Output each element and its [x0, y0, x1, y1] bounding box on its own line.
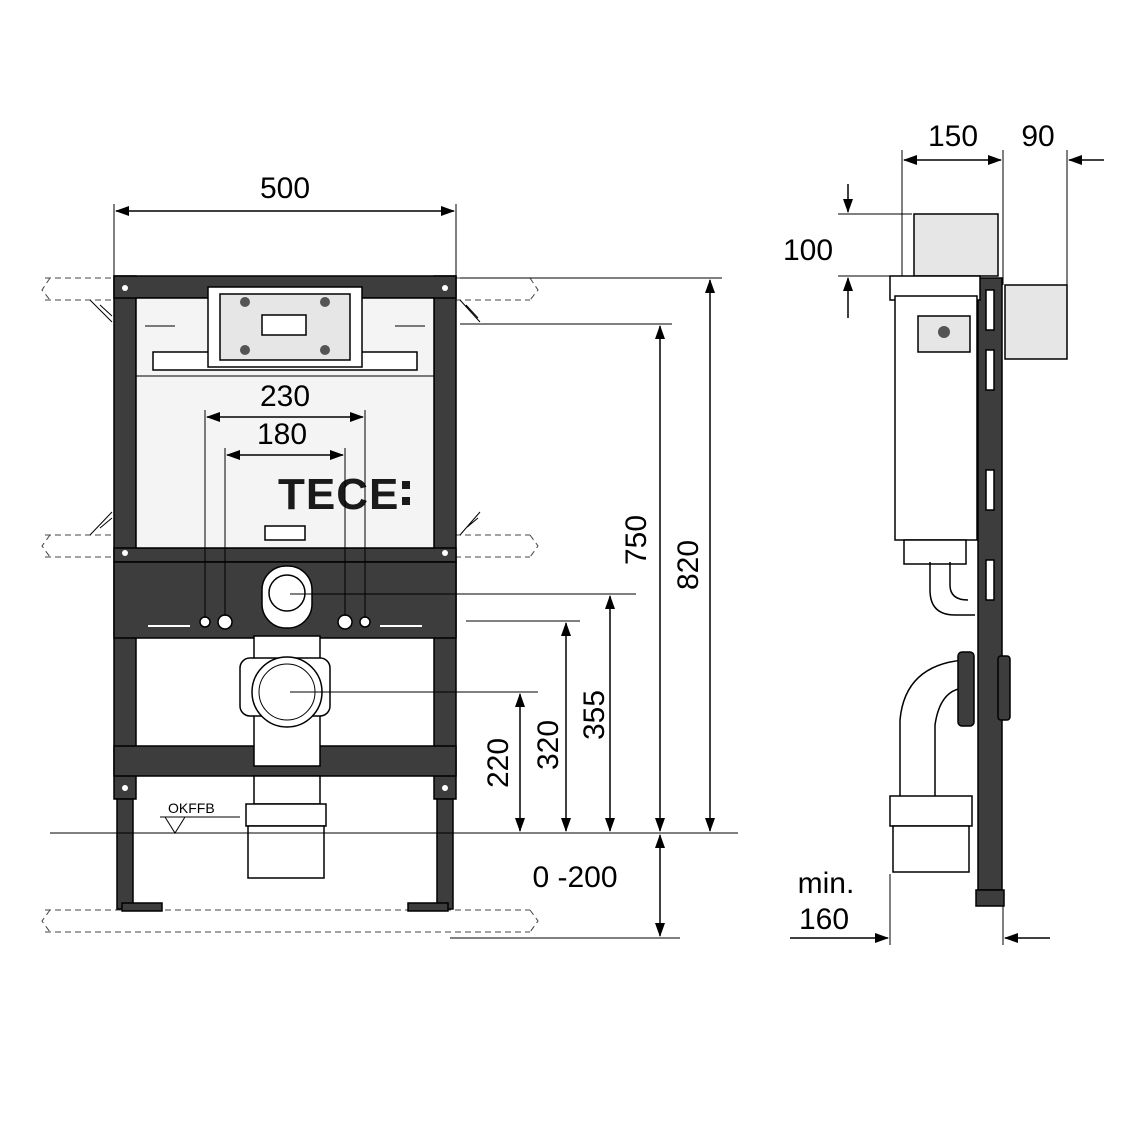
dim-750: 750 [620, 325, 665, 832]
dim-500-label: 500 [260, 172, 310, 205]
dim-320-label: 320 [532, 720, 565, 770]
wall-bracket-hints [41, 277, 539, 933]
flush-pipe [239, 565, 331, 767]
fixing-leaders [204, 410, 366, 618]
dim-180-label: 180 [257, 418, 307, 451]
dim-820: 820 [672, 279, 715, 832]
brand-mark-icon [402, 481, 410, 505]
dim-355: 355 [578, 595, 615, 832]
dim-0-200-label: 0 -200 [532, 861, 617, 894]
side-drain-bend [889, 651, 1011, 873]
dim-100-label: 100 [783, 234, 833, 267]
brand-logo: TECE [278, 470, 399, 519]
dim-230: 230 [206, 380, 364, 422]
cistern-panel [135, 286, 435, 549]
dim-0-200: 0 -200 [532, 834, 665, 937]
side-view: 150 90 100 min. 160 [783, 120, 1104, 945]
dim-230-label: 230 [260, 380, 310, 413]
dim-820-label: 820 [672, 540, 705, 590]
dim-320: 320 [532, 622, 571, 832]
side-cistern [889, 275, 981, 616]
dim-500: 500 [113, 172, 457, 276]
side-frame-post [975, 277, 1005, 907]
dim-220-label: 220 [482, 738, 515, 788]
wall-cladding-box [1004, 284, 1068, 360]
dim-160-label: 160 [799, 903, 849, 936]
dim-150-90: 150 90 [901, 120, 1104, 285]
dim-min-label: min. [798, 867, 855, 900]
dim-100: 100 [783, 184, 912, 318]
actuator-plate-box [913, 213, 999, 277]
dim-750-label: 750 [620, 515, 653, 565]
floor-level-label: OKFFB [168, 800, 215, 816]
dim-150-label: 150 [928, 120, 978, 153]
dim-min-160: min. 160 [790, 867, 1050, 945]
drain-pipe [245, 775, 327, 879]
dim-355-label: 355 [578, 690, 611, 740]
height-leaders [290, 277, 722, 693]
floor-lines: OKFFB [50, 800, 738, 939]
dim-90-label: 90 [1021, 120, 1054, 153]
dim-220: 220 [482, 693, 525, 832]
dim-180: 180 [226, 418, 344, 460]
front-view: TECE [41, 172, 738, 939]
fixing-bolts [148, 614, 422, 630]
